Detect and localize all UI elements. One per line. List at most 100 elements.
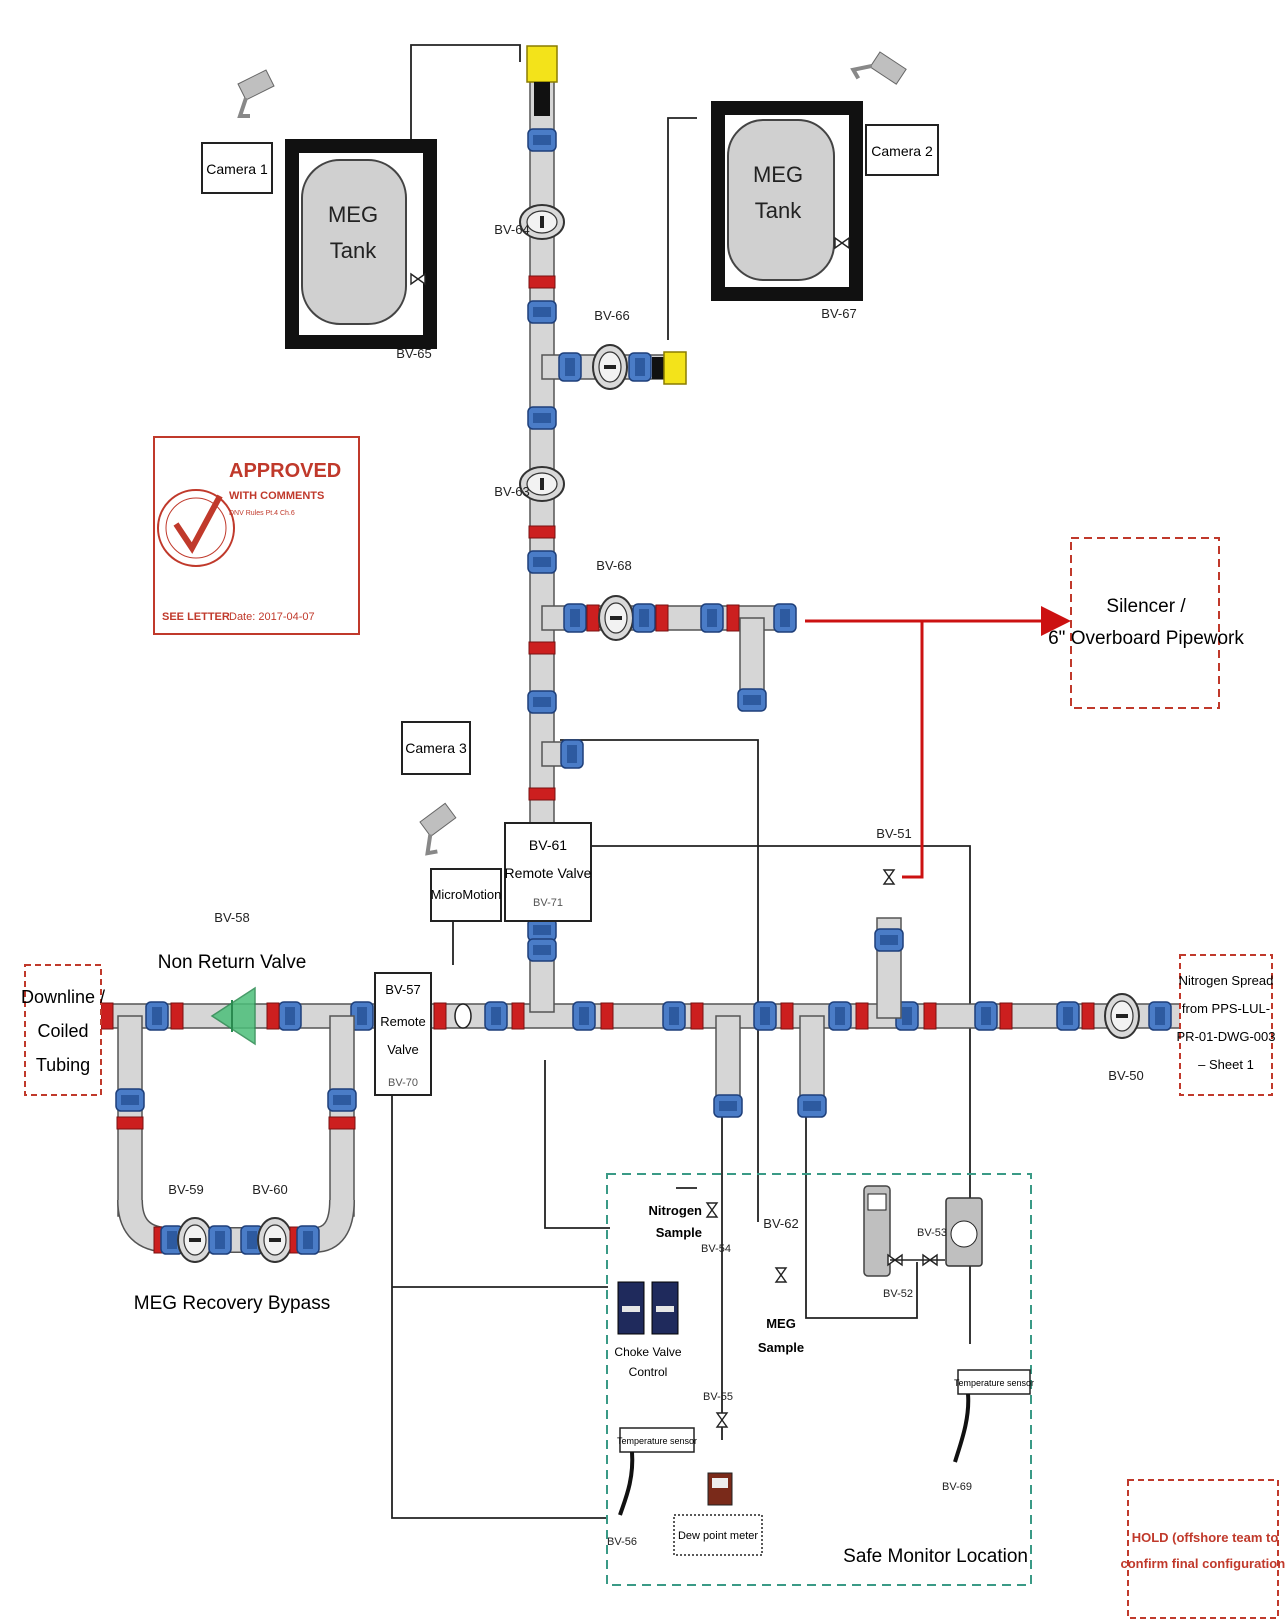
branch-small	[541, 739, 584, 769]
cameras-c3: Camera 3	[405, 740, 467, 756]
meg-tank-2: MEG Tank	[711, 101, 863, 301]
non-return-valve-icon	[210, 986, 256, 1046]
valve-tags: BV-50 BV-51 BV-52 BV-53 BV-54 BV-55 BV-5…	[168, 222, 1143, 1548]
temperature-sensor-2: Temperature sensor	[953, 1369, 1034, 1463]
labels-temp_sensor: Temperature sensor	[617, 1436, 697, 1446]
labels-silencer-0: Silencer /	[1106, 596, 1186, 617]
labels-silencer-1: 6" Overboard Pipework	[1048, 628, 1244, 649]
labels-downline-1: Coiled	[37, 1021, 88, 1041]
meg-recovery-bypass-label: MEG Recovery Bypass	[134, 1293, 330, 1314]
labels-temp_sensor: Temperature sensor	[954, 1378, 1034, 1388]
valves-bv68: BV-68	[596, 558, 631, 573]
labels-meg_sample-1: Sample	[758, 1340, 804, 1355]
labels-choke-0: Choke Valve	[614, 1345, 681, 1359]
valves-bv69: BV-69	[942, 1481, 972, 1493]
labels-nitrogen_sample-0: Nitrogen	[649, 1203, 703, 1218]
downline-box: Downline / Coiled Tubing	[21, 964, 105, 1096]
labels-safe_monitor: Safe Monitor Location	[843, 1546, 1028, 1567]
tanks-tank2-1: Tank	[755, 198, 802, 223]
gauges	[863, 1185, 983, 1277]
bv66-valve	[592, 344, 628, 390]
bypass-loop	[115, 1015, 357, 1263]
stamp-date: Date: 2017-04-07	[229, 611, 315, 623]
valves-bv50: BV-50	[1108, 1068, 1143, 1083]
main-drops	[527, 869, 904, 1118]
labels-nitrogen_spread-3: – Sheet 1	[1198, 1057, 1254, 1072]
nitrogen-spread-box: Nitrogen Spread from PPS-LUL- PR-01-DWG-…	[1177, 954, 1276, 1096]
camera-3-icon	[415, 799, 464, 856]
remote-valve-bv61: BV-61 Remote Valve BV-71	[504, 822, 592, 922]
valves-bv51: BV-51	[876, 826, 911, 841]
stamp-rules: DNV Rules Pt.4 Ch.6	[229, 510, 295, 517]
labels-hold-0: HOLD (offshore team to	[1132, 1530, 1279, 1545]
camera-2: Camera 2	[850, 43, 939, 176]
bv59-valve	[177, 1217, 213, 1263]
boxes-remote61-1: Remote Valve	[505, 865, 592, 881]
labels-hold-1: confirm final configuration)	[1121, 1556, 1285, 1571]
valves-bv58: BV-58	[214, 910, 249, 925]
valves-bv67: BV-67	[821, 306, 856, 321]
meg-tank-1: MEG Tank	[285, 139, 437, 349]
boxes-remote57-2: Valve	[387, 1042, 419, 1057]
labels-downline-0: Downline /	[21, 987, 105, 1007]
tanks-tank1-0: MEG	[328, 202, 378, 227]
non-return-valve-label: Non Return Valve	[158, 952, 307, 973]
temperature-sensor-1: Temperature sensor	[617, 1427, 697, 1516]
boxes-remote61-0: BV-61	[529, 837, 567, 853]
camera-3: Camera 3	[401, 721, 471, 856]
valves-bv52: BV-52	[883, 1288, 913, 1300]
bv60-valve	[257, 1217, 293, 1263]
signal-lines	[391, 44, 971, 1519]
nitrogen-sample: Nitrogen Sample	[649, 1202, 718, 1240]
tanks-tank2-0: MEG	[753, 162, 803, 187]
valves-bv64: BV-64	[494, 222, 529, 237]
valves-bv54: BV-54	[701, 1243, 731, 1255]
boxes-remote57-1: Remote	[380, 1014, 426, 1029]
camera-1: Camera 1	[201, 68, 276, 194]
tanks-tank1-1: Tank	[330, 238, 377, 263]
valves-bv59: BV-59	[168, 1182, 203, 1197]
dew-point-meter: Dew point meter	[673, 1472, 763, 1556]
valves-bv56: BV-56	[607, 1536, 637, 1548]
checkmark-icon	[173, 494, 223, 554]
labels-meg_sample-0: MEG	[766, 1316, 796, 1331]
micromotion-box: MicroMotion	[430, 868, 502, 922]
valves-bv62: BV-62	[763, 1216, 798, 1231]
valves-bv66: BV-66	[594, 308, 629, 323]
bv68-valve	[598, 595, 634, 641]
labels-downline-2: Tubing	[36, 1055, 90, 1075]
cameras-c1: Camera 1	[206, 161, 268, 177]
labels-nitrogen_spread-0: Nitrogen Spread	[1179, 973, 1274, 988]
branch-bv66	[541, 344, 687, 390]
stamp-sub: WITH COMMENTS	[229, 490, 324, 502]
micromotion-meter-icon	[454, 1003, 472, 1029]
valves-bv55: BV-55	[703, 1391, 733, 1403]
valves-bv53: BV-53	[917, 1227, 947, 1239]
labels-nitrogen_spread-2: PR-01-DWG-003	[1177, 1029, 1276, 1044]
bv50-valve	[1104, 993, 1140, 1039]
valves-bv65: BV-65	[396, 346, 431, 361]
camera-2-icon	[850, 43, 913, 102]
remote-valve-bv57: BV-57 Remote Valve BV-70	[374, 972, 432, 1096]
labels-nitrogen_spread-1: from PPS-LUL-	[1182, 1001, 1270, 1016]
meg-sample: MEG Sample	[758, 1267, 804, 1355]
camera-1-icon	[236, 68, 276, 118]
stamp-see: SEE LETTER	[162, 611, 230, 623]
labels-choke-1: Control	[629, 1365, 668, 1379]
hold-box: HOLD (offshore team to confirm final con…	[1121, 1479, 1285, 1619]
silencer-box: Silencer / 6" Overboard Pipework	[1048, 537, 1244, 709]
approval-stamp: APPROVED WITH COMMENTS DNV Rules Pt.4 Ch…	[153, 436, 360, 635]
choke-valve-control-icon: Choke Valve Control	[614, 1281, 682, 1379]
boxes-remote57-3: BV-70	[388, 1077, 418, 1089]
safe-monitor-area: Safe Monitor Location	[606, 1173, 1032, 1586]
branch-bv68	[541, 595, 797, 712]
labels-nitrogen_sample-1: Sample	[656, 1225, 702, 1240]
boxes-remote61-2: BV-71	[533, 897, 563, 909]
cameras-c2: Camera 2	[871, 143, 933, 159]
main-pipe	[100, 993, 1188, 1039]
valves-bv60: BV-60	[252, 1182, 287, 1197]
boxes-micromotion: MicroMotion	[431, 887, 502, 902]
boxes-remote57-0: BV-57	[385, 982, 420, 997]
labels-dew_point: Dew point meter	[678, 1530, 758, 1542]
